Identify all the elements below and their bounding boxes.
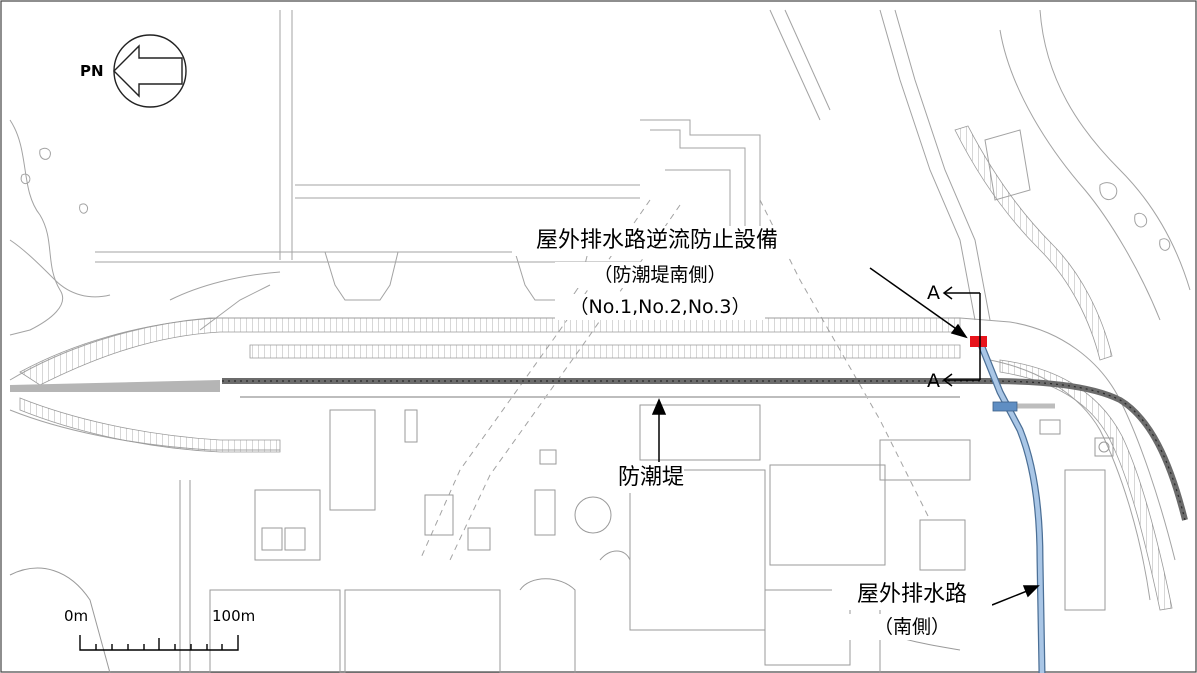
scale-end-label: 100m — [212, 607, 256, 625]
outdoor-drain-title: 屋外排水路 — [832, 580, 992, 610]
backflow-prevention-sub1: （防潮堤南側） — [555, 262, 765, 288]
seawall-line — [10, 378, 1188, 521]
scale-bar — [79, 635, 239, 651]
seawall-label: 防潮堤 — [618, 463, 685, 493]
leader-lines — [651, 267, 1040, 606]
section-a-indicator — [942, 286, 981, 387]
section-a-top-label: A — [927, 282, 940, 304]
backflow-prevention-marker — [970, 336, 987, 347]
drain-connection-marker — [992, 401, 1018, 412]
outdoor-drain-sub: （南側） — [832, 614, 992, 640]
scale-start-label: 0m — [64, 607, 89, 625]
outdoor-drain — [976, 340, 1046, 673]
section-a-bottom-label: A — [927, 370, 940, 392]
north-arrow-icon — [113, 34, 187, 108]
backflow-prevention-sub2: （No.1,No.2,No.3） — [555, 294, 765, 320]
embankment-hatching — [19, 125, 1173, 611]
compass-label: PN — [80, 62, 104, 80]
backflow-prevention-title: 屋外排水路逆流防止設備 — [512, 226, 802, 256]
